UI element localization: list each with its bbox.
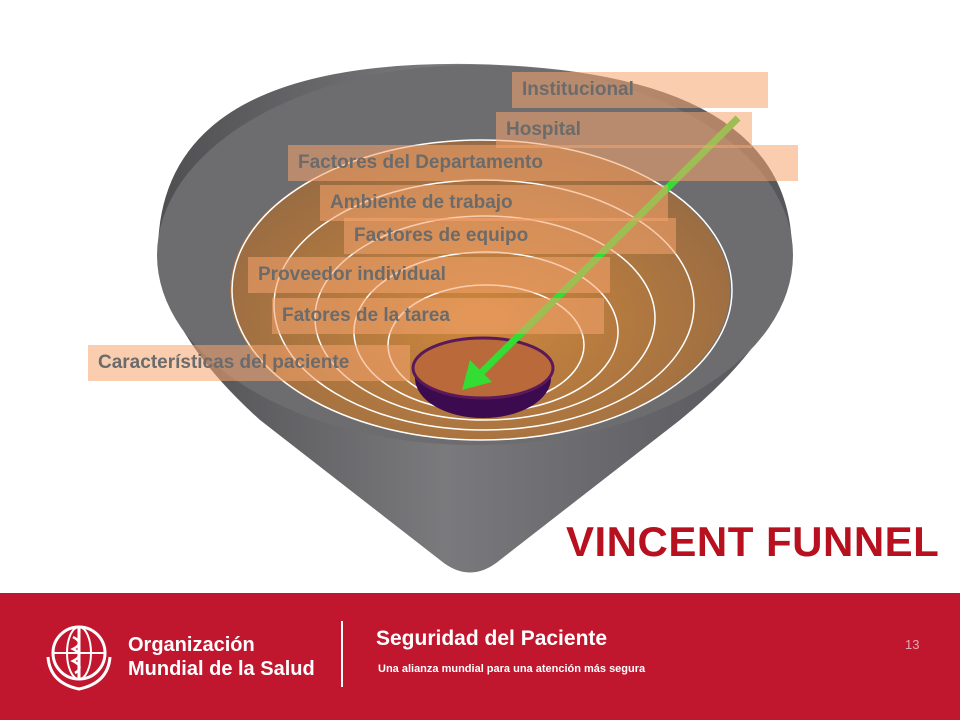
layer-label-institucional: Institucional [512, 72, 768, 108]
footer-divider [341, 621, 343, 687]
layer-label-tarea: Fatores de la tarea [272, 298, 604, 334]
layer-label-hospital: Hospital [496, 112, 752, 148]
layer-label-equipo: Factores de equipo [344, 218, 676, 254]
footer-banner: Organización Mundial de la Salud Segurid… [0, 593, 960, 720]
layer-label-text: Hospital [506, 119, 581, 140]
layer-label-ambiente: Ambiente de trabajo [320, 185, 668, 221]
org-name: Organización Mundial de la Salud [128, 633, 315, 681]
layer-label-text: Características del paciente [98, 352, 350, 373]
layer-label-proveedor: Proveedor individual [248, 257, 610, 293]
layer-label-paciente: Características del paciente [88, 345, 410, 381]
layer-label-text: Factores del Departamento [298, 152, 543, 173]
program-tagline: Una alianza mundial para una atención má… [378, 663, 646, 675]
page-number: 13 [905, 637, 920, 652]
arrow-head [462, 360, 492, 390]
funnel-diagram [157, 63, 793, 573]
layer-label-text: Factores de equipo [354, 225, 529, 246]
diagram-title: VINCENT FUNNEL [566, 518, 940, 565]
layer-label-text: Proveedor individual [258, 264, 446, 285]
program-title: Seguridad del Paciente [376, 627, 608, 650]
layer-label-departamento: Factores del Departamento [288, 145, 798, 181]
org-name-line2: Mundial de la Salud [128, 658, 315, 680]
layer-label-text: Fatores de la tarea [282, 305, 450, 326]
layer-label-text: Ambiente de trabajo [330, 192, 513, 213]
who-emblem-icon [46, 625, 112, 691]
layer-label-text: Institucional [522, 79, 634, 100]
org-name-line1: Organización [128, 634, 255, 656]
